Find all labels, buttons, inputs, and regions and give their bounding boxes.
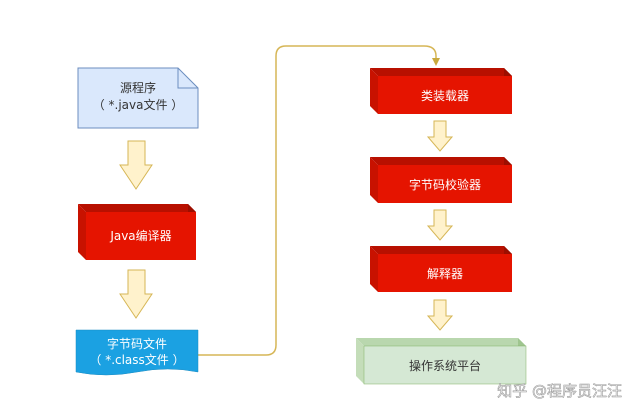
interpreter-label: 解释器 <box>427 267 463 281</box>
os-platform-node: 操作系统平台 <box>356 338 527 385</box>
source-program-subtitle: （ *.java文件 ） <box>93 97 184 112</box>
watermark-text: 知乎 @程序员汪汪 <box>497 382 622 400</box>
connector-line <box>198 45 440 356</box>
bytecode-file-node: 字节码文件 （ *.class文件 ） <box>75 329 199 376</box>
class-loader-node: 类装载器 <box>370 68 512 114</box>
flow-arrow-4 <box>426 209 454 241</box>
source-program-title: 源程序 <box>120 80 156 95</box>
source-program-node: 源程序 （ *.java文件 ） <box>77 67 199 129</box>
interpreter-node: 解释器 <box>370 246 512 292</box>
class-loader-label: 类装载器 <box>421 89 469 103</box>
java-compiler-node: Java编译器 <box>78 204 196 260</box>
bytecode-file-title: 字节码文件 <box>107 336 167 351</box>
java-compiler-label: Java编译器 <box>109 228 171 243</box>
flow-arrow-1 <box>119 140 153 190</box>
flow-arrow-3 <box>426 120 454 152</box>
flow-arrow-2 <box>119 269 153 319</box>
os-platform-label: 操作系统平台 <box>409 358 481 373</box>
bytecode-verifier-node: 字节码校验器 <box>370 157 512 203</box>
bytecode-verifier-label: 字节码校验器 <box>409 177 481 192</box>
flow-arrow-5 <box>426 299 454 331</box>
bytecode-file-subtitle: （ *.class文件 ） <box>89 352 184 367</box>
